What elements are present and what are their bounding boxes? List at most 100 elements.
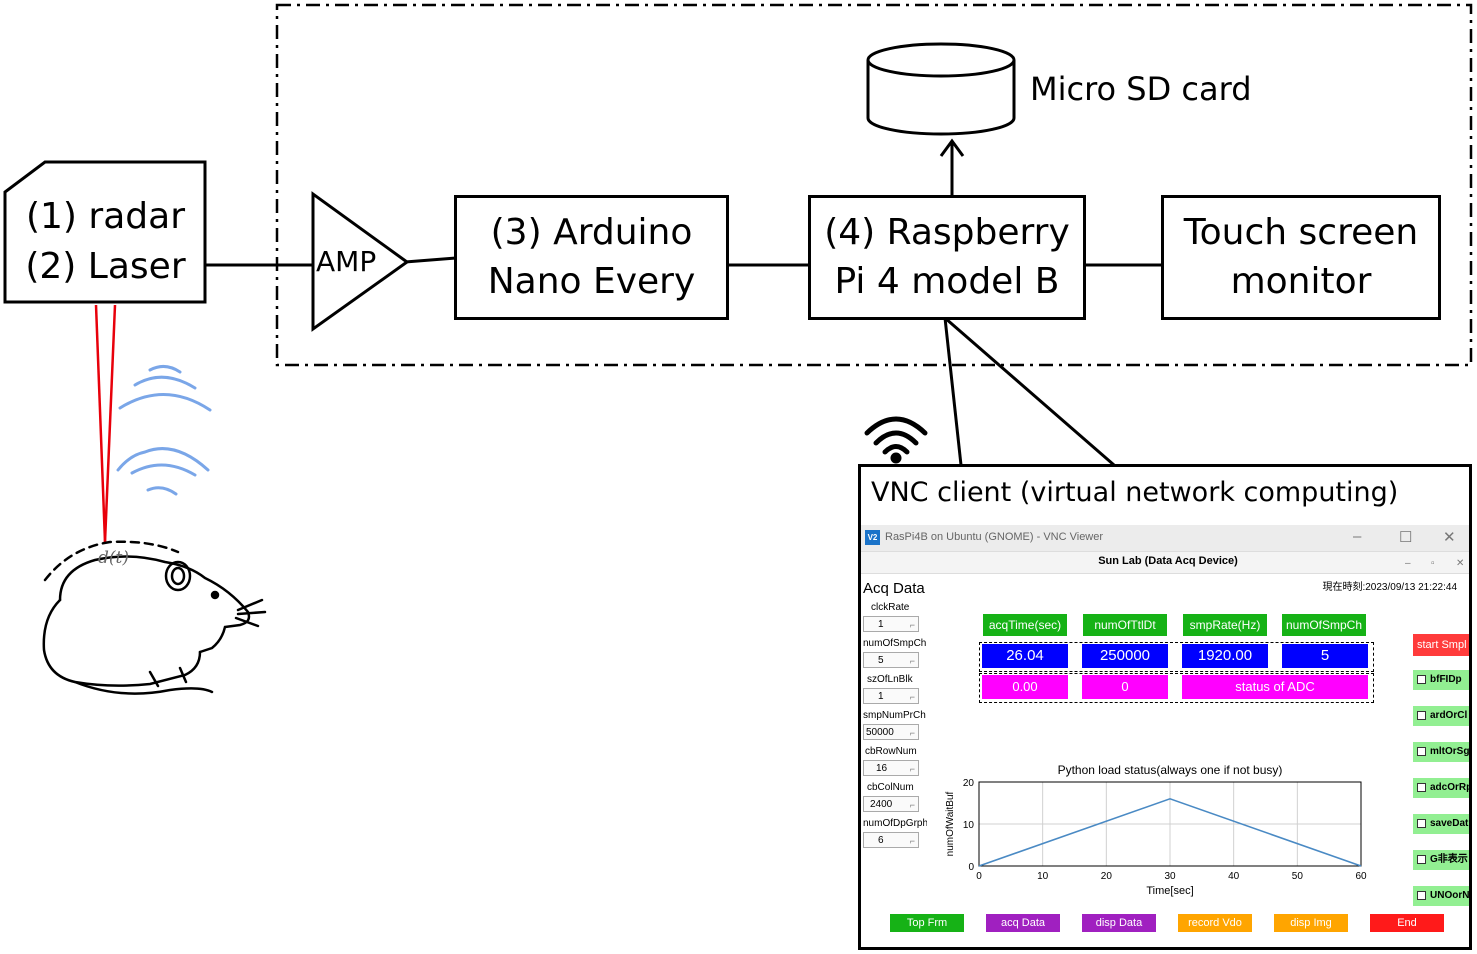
param-input[interactable]: 1⌐ (863, 616, 919, 632)
minimize-icon[interactable]: – (1353, 528, 1362, 545)
x-tick-label: 30 (1164, 871, 1176, 882)
device-boundary (275, 3, 1473, 367)
x-tick-label: 10 (1037, 871, 1049, 882)
param-value: 2400 (870, 799, 893, 810)
start-sampling-button[interactable]: start Smpl (1413, 634, 1469, 656)
amp-label: AMP (316, 245, 377, 278)
param-input[interactable]: 50000 ⌐ (863, 724, 919, 740)
y-tick-label: 10 (963, 820, 975, 831)
disp-image-button[interactable]: disp Img (1274, 914, 1348, 932)
option-checkbox[interactable]: G非表示 (1413, 850, 1469, 870)
raspberry-box: (4) Raspberry Pi 4 model B (808, 195, 1086, 320)
spin-icon: ⌐ (909, 728, 915, 738)
param-input[interactable]: 16 ⌐ (863, 760, 919, 776)
param-label: cbColNum (867, 782, 914, 793)
x-axis-label: Time[sec] (1146, 885, 1193, 897)
app-title: Sun Lab (Data Acq Device) (1098, 555, 1238, 567)
connector-raspberry-vnc-left (943, 317, 963, 466)
status-value-2: 0 (1082, 675, 1168, 699)
param-input[interactable]: 2400 ⌐ (863, 796, 919, 812)
param-label: smpNumPrCh (863, 710, 926, 721)
app-restore-icon[interactable]: ▫ (1431, 558, 1435, 569)
values-frame (979, 642, 1374, 672)
x-tick-label: 40 (1228, 871, 1240, 882)
close-icon[interactable]: ✕ (1443, 529, 1456, 546)
status-adc: status of ADC (1182, 675, 1368, 699)
top-frame-button[interactable]: Top Frm (890, 914, 964, 932)
section-title: Acq Data (863, 580, 925, 597)
option-label: G非表示 (1430, 854, 1468, 865)
checkbox-icon (1417, 746, 1426, 756)
acq-data-button[interactable]: acq Data (986, 914, 1060, 932)
disp-data-button[interactable]: disp Data (1082, 914, 1156, 932)
x-tick-label: 60 (1355, 871, 1367, 882)
connector-raspberry-vnc-right (944, 316, 1115, 467)
vnc-window-title: RasPi4B on Ubuntu (GNOME) - VNC Viewer (885, 531, 1104, 543)
spin-icon: ⌐ (909, 764, 915, 774)
header-smp-rate: smpRate(Hz) (1183, 614, 1267, 636)
y-axis-label: numOfWaitBuf (945, 791, 956, 856)
option-label: adcOrRp (1430, 782, 1472, 793)
checkbox-icon (1417, 818, 1426, 828)
param-label: numOfDpGrph (863, 818, 927, 829)
option-checkbox[interactable]: adcOrRp (1413, 778, 1472, 798)
laser-beam-right (103, 304, 117, 543)
param-value: 5 (878, 655, 884, 666)
arrow-head-sd (939, 138, 965, 157)
param-value: 1 (878, 619, 884, 630)
vnc-titlebar: V2 RasPi4B on Ubuntu (GNOME) - VNC Viewe… (861, 525, 1469, 552)
spin-icon: ⌐ (909, 800, 915, 810)
wifi-icon (864, 416, 928, 464)
checkbox-icon (1417, 854, 1426, 864)
end-button[interactable]: End (1370, 914, 1444, 932)
load-status-chart: Python load status(always one if not bus… (945, 763, 1367, 897)
app-close-icon[interactable]: ✕ (1456, 558, 1465, 569)
arduino-box: (3) Arduino Nano Every (454, 195, 729, 320)
header-num-total: numOfTtlDt (1083, 614, 1167, 636)
param-input[interactable]: 5⌐ (863, 652, 919, 668)
header-num-ch: numOfSmpCh (1282, 614, 1366, 636)
status-frame (979, 673, 1374, 703)
database-cylinder-icon (866, 42, 1016, 136)
param-label: clckRate (871, 602, 910, 613)
sensor-label: (1) radar (2) Laser (25, 196, 186, 288)
checkbox-icon (1417, 674, 1426, 684)
param-value: 16 (876, 763, 888, 774)
record-video-button[interactable]: record Vdo (1178, 914, 1252, 932)
option-checkbox[interactable]: ardOrCl (1413, 706, 1469, 726)
param-input[interactable]: 6⌐ (863, 832, 919, 848)
option-checkbox[interactable]: mltOrSg (1413, 742, 1469, 762)
x-tick-label: 50 (1292, 871, 1304, 882)
option-checkbox[interactable]: UNOorN (1413, 886, 1469, 906)
option-label: ardOrCl (1430, 710, 1468, 721)
series-line (978, 797, 1362, 867)
app-minimize-icon[interactable]: – (1405, 558, 1411, 569)
value-num-ch: 5 (1282, 644, 1368, 668)
spin-icon: ⌐ (909, 656, 915, 666)
checkbox-icon (1417, 710, 1426, 720)
param-label: cbRowNum (865, 746, 917, 757)
sd-card-label: Micro SD card (1030, 70, 1252, 108)
x-tick-label: 20 (1101, 871, 1113, 882)
param-label: numOfSmpCh (863, 638, 927, 649)
y-tick-label: 20 (963, 778, 975, 789)
current-time: 現在時刻:2023/09/13 21:22:44 (1322, 582, 1457, 593)
maximize-icon[interactable]: ☐ (1399, 529, 1413, 546)
spin-icon: ⌐ (909, 836, 915, 846)
param-value: 6 (878, 835, 884, 846)
vnc-caption: VNC client (virtual network computing) (871, 477, 1399, 508)
param-input[interactable]: 1⌐ (863, 688, 919, 704)
mouse-illustration (42, 540, 267, 695)
option-label: bfFIDp (1430, 674, 1462, 685)
spin-icon: ⌐ (909, 692, 915, 702)
status-value-1: 0.00 (982, 675, 1068, 699)
param-value: 50000 (866, 727, 894, 738)
option-checkbox[interactable]: bfFIDp (1413, 670, 1469, 690)
header-acq-time: acqTime(sec) (983, 614, 1067, 636)
chart-title: Python load status(always one if not bus… (1058, 763, 1283, 777)
vnc-panel: VNC client (virtual network computing) V… (858, 464, 1472, 950)
checkbox-icon (1417, 890, 1426, 900)
option-checkbox[interactable]: saveDat (1413, 814, 1469, 834)
app-body: Acq Data 現在時刻:2023/09/13 21:22:44 clckRa… (861, 573, 1472, 947)
